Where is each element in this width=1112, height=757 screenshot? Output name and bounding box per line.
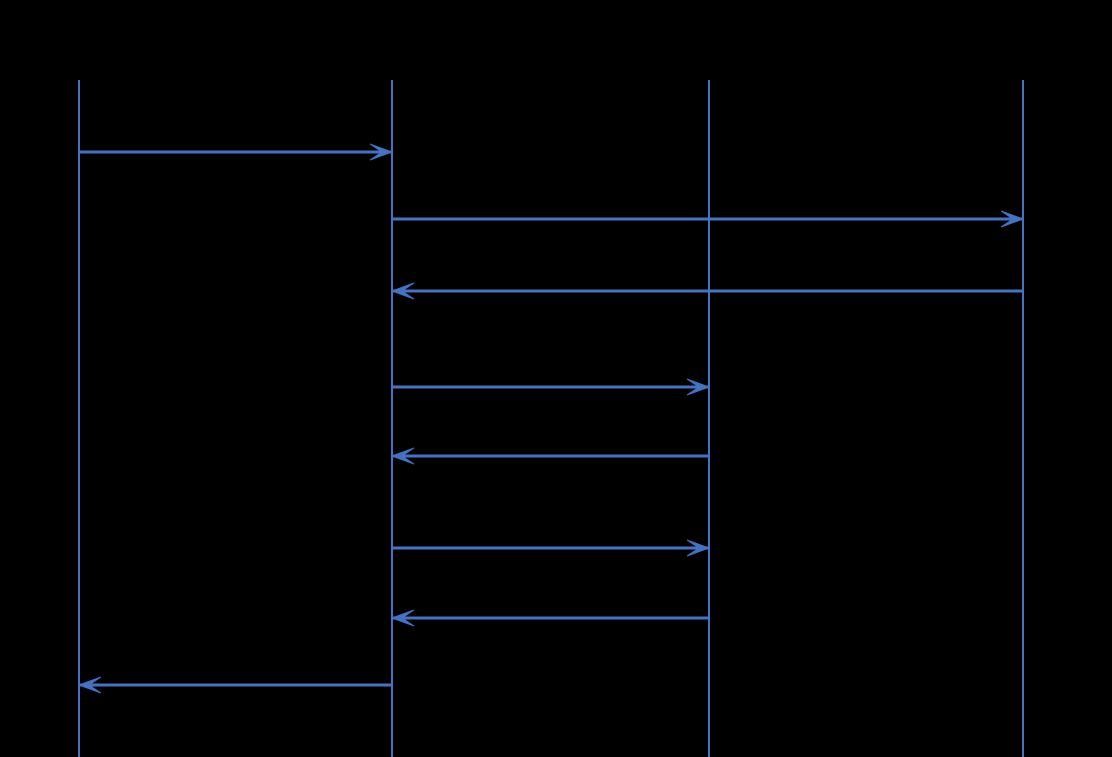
message-6[interactable] — [392, 539, 711, 557]
message-2[interactable] — [392, 210, 1025, 228]
messages-group — [77, 143, 1025, 694]
message-4[interactable] — [392, 378, 711, 396]
message-3[interactable] — [390, 282, 1023, 300]
message-5[interactable] — [390, 447, 709, 465]
message-8[interactable] — [77, 676, 392, 694]
lifelines-group — [78, 80, 1024, 757]
message-arrowhead-1 — [369, 143, 394, 161]
message-arrowhead-4 — [686, 378, 711, 396]
message-1[interactable] — [79, 143, 394, 161]
message-7[interactable] — [390, 609, 709, 627]
message-arrowhead-7 — [390, 609, 415, 627]
message-arrowhead-3 — [390, 282, 415, 300]
message-arrowhead-2 — [1000, 210, 1025, 228]
message-arrowhead-5 — [390, 447, 415, 465]
message-arrowhead-8 — [77, 676, 102, 694]
message-arrowhead-6 — [686, 539, 711, 557]
